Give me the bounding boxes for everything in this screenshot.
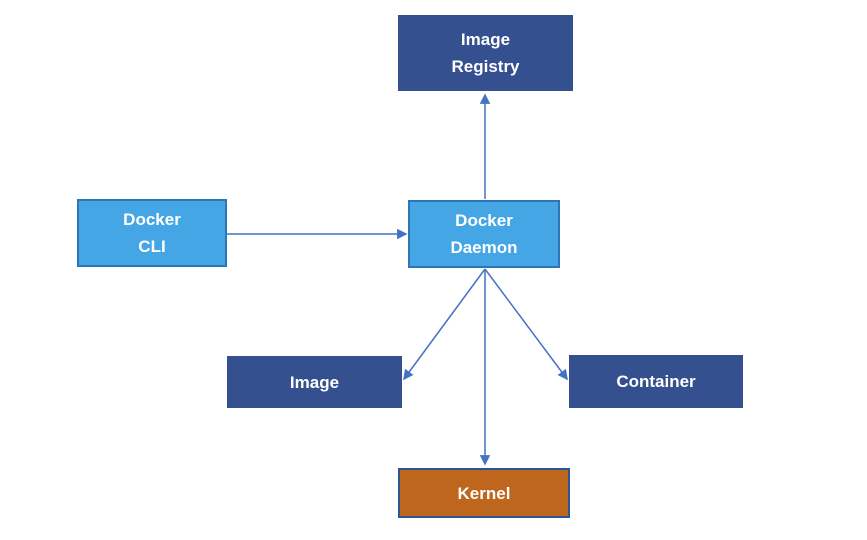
node-container-label: Container — [616, 372, 696, 391]
node-docker-cli-label: Docker CLI — [123, 210, 181, 256]
node-kernel: Kernel — [398, 468, 570, 518]
node-image-registry-label: Image Registry — [451, 30, 520, 76]
node-kernel-label: Kernel — [457, 483, 511, 503]
node-image: Image — [227, 356, 402, 408]
node-image-label: Image — [289, 372, 340, 392]
arrow-daemon-to-image — [403, 268, 486, 381]
node-docker-cli: Docker CLI — [77, 199, 227, 267]
arrow-daemon-to-container — [484, 268, 568, 381]
node-docker-daemon: Docker Daemon — [408, 200, 560, 268]
node-container: Container — [569, 355, 743, 408]
node-docker-daemon-label: Docker Daemon — [450, 211, 518, 257]
node-image-registry: Image Registry — [398, 15, 573, 91]
